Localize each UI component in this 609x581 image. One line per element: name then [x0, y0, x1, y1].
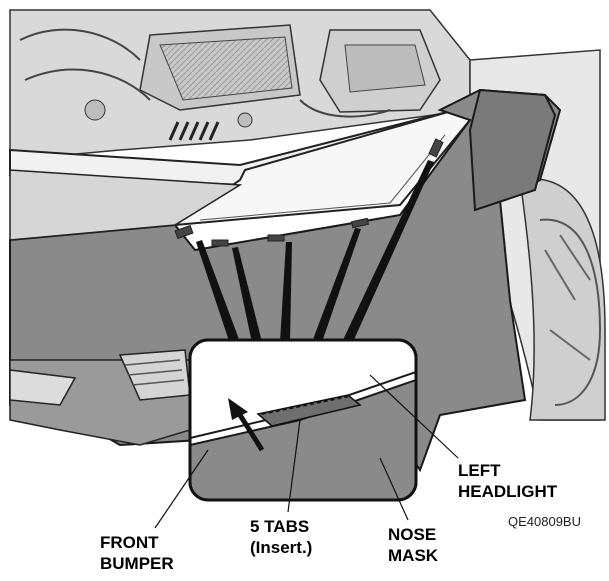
front-bumper [9, 169, 243, 446]
label-leaders [154, 374, 459, 529]
label-front-bumper-1: FRONT [100, 533, 159, 552]
label-tabs-2: (Insert.) [250, 538, 312, 557]
figure-code: QE40809BU [508, 514, 581, 529]
engine-bay [9, 9, 471, 161]
label-nose-mask-1: NOSE [388, 525, 436, 544]
tab-markers [174, 138, 444, 247]
detail-inset [188, 338, 418, 502]
tab-leader-wedges [196, 160, 434, 344]
label-left-headlight-2: HEADLIGHT [458, 482, 558, 501]
label-tabs-1: 5 TABS [250, 517, 309, 536]
label-nose-mask-2: MASK [388, 546, 439, 565]
nose-mask-side-flap [468, 88, 557, 212]
label-front-bumper-2: BUMPER [100, 554, 174, 573]
label-left-headlight-1: LEFT [458, 461, 501, 480]
